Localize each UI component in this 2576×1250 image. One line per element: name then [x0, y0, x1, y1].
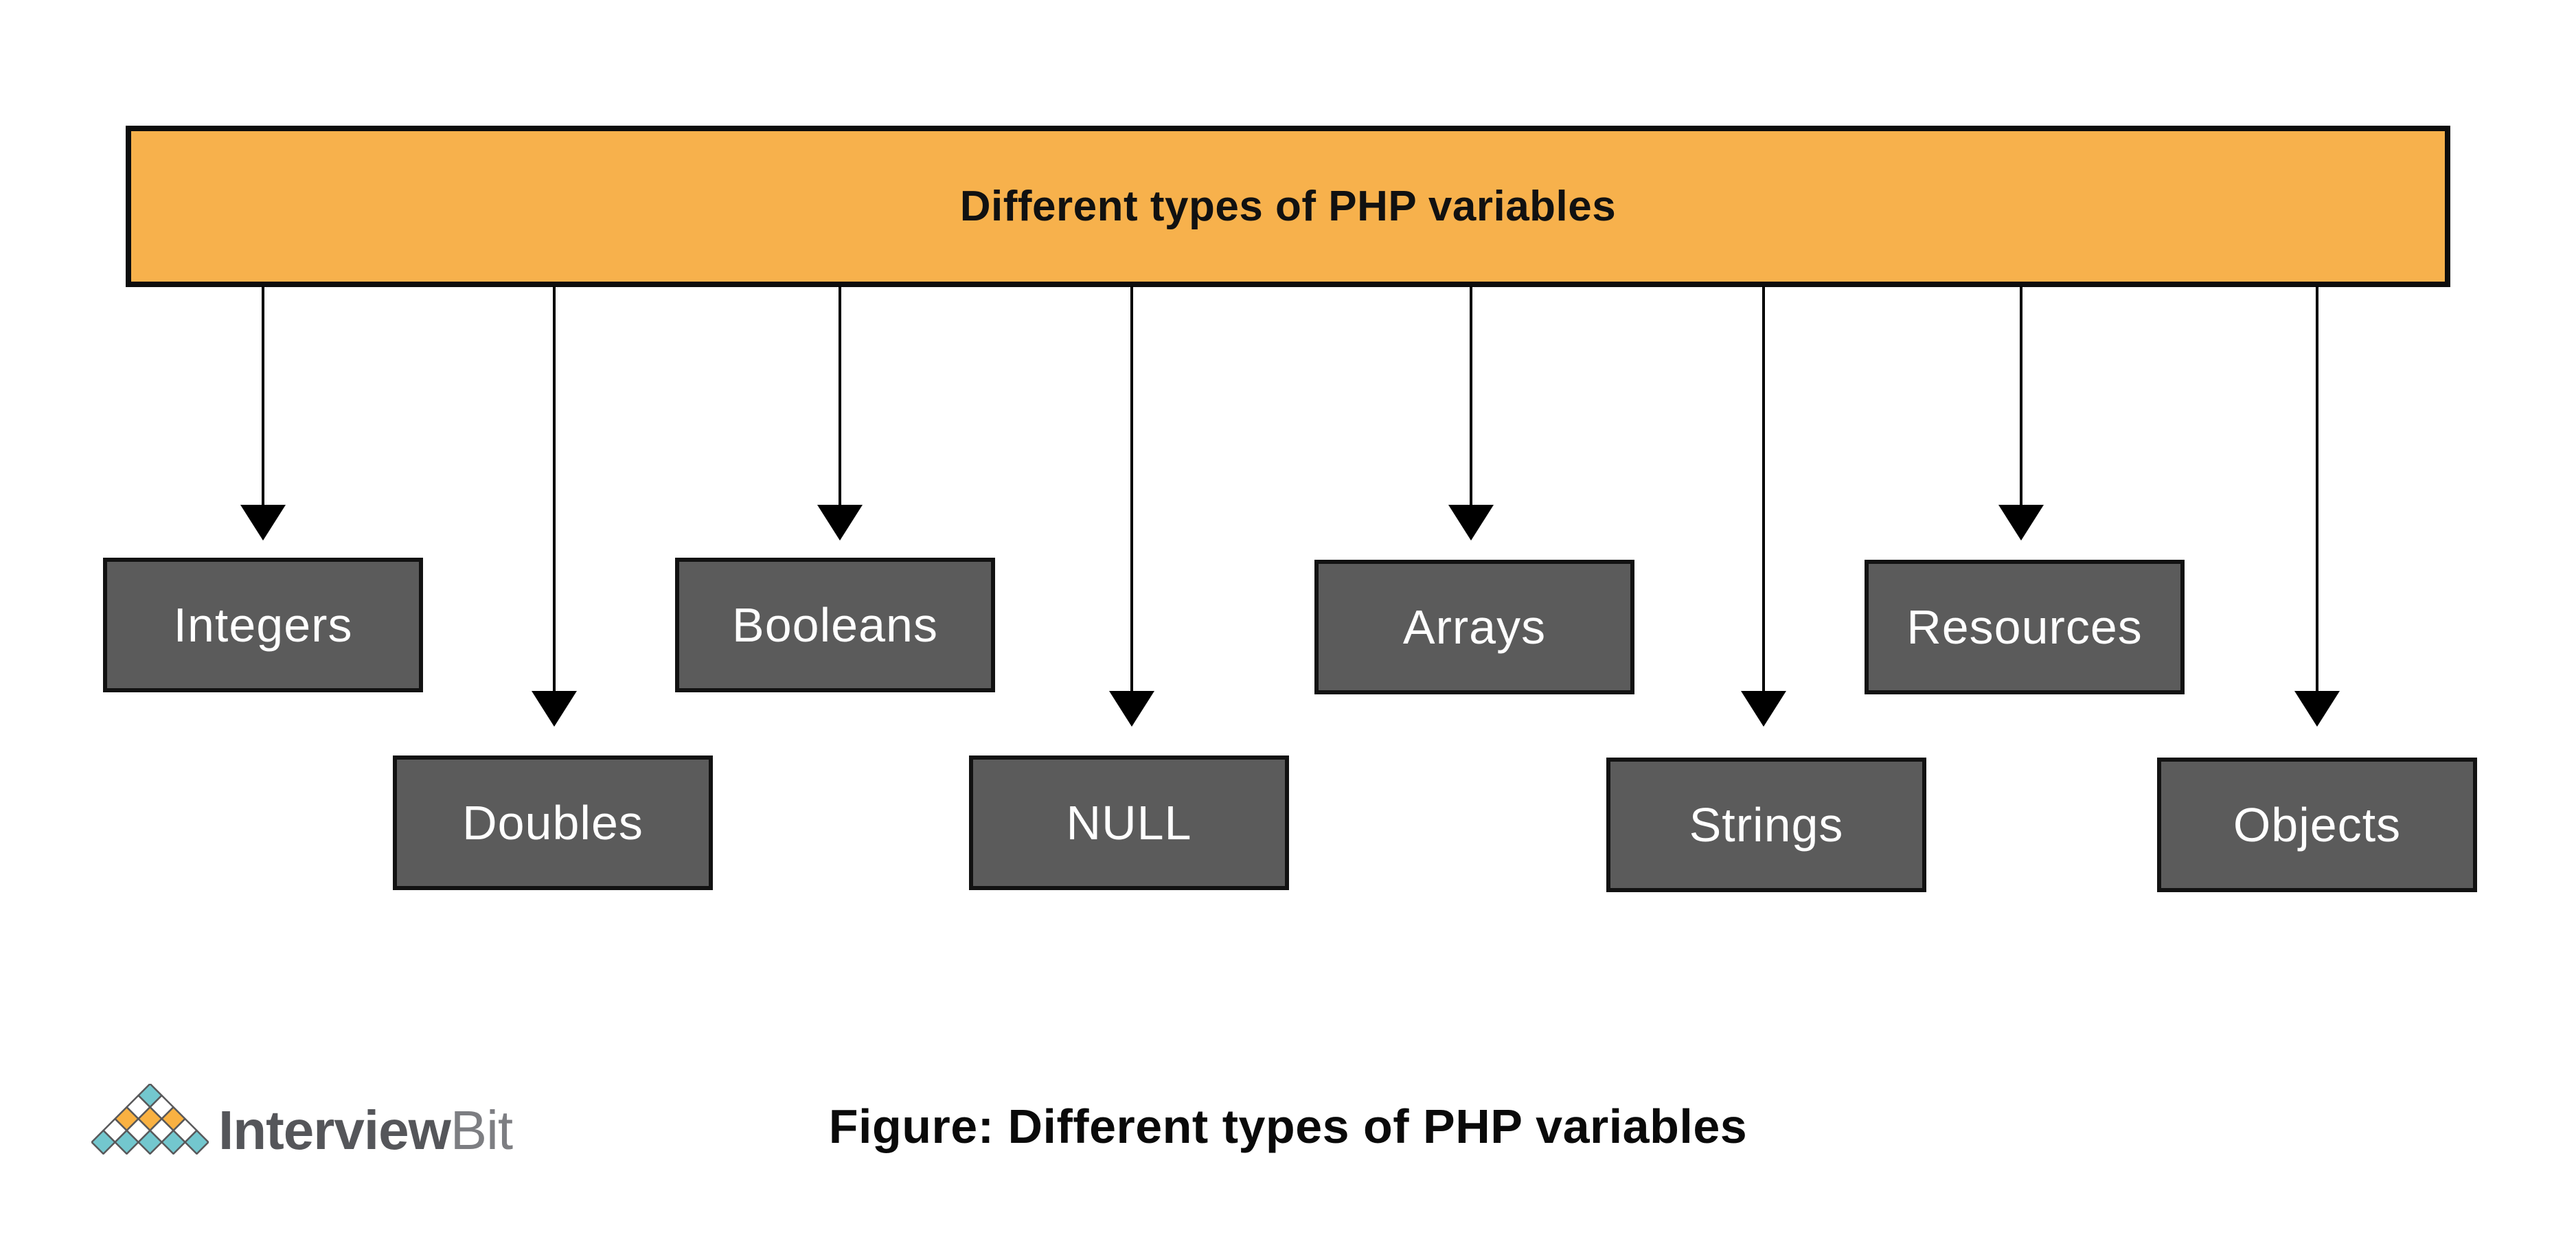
brand-name-bold: Interview: [218, 1100, 451, 1161]
type-box-strings: Strings: [1606, 758, 1926, 892]
type-box-null: NULL: [969, 755, 1289, 890]
arrow-doubles: [553, 286, 556, 691]
logo-diamond: [137, 1129, 163, 1155]
arrow-booleans: [839, 286, 841, 505]
logo-diamond: [91, 1129, 116, 1155]
logo-diamond: [114, 1129, 139, 1155]
logo-diamond: [161, 1129, 186, 1155]
type-box-resources: Resources: [1865, 560, 2185, 694]
arrow-strings: [1762, 286, 1765, 691]
type-box-integers: Integers: [103, 558, 423, 692]
arrow-objects: [2316, 286, 2318, 691]
figure-caption: Figure: Different types of PHP variables: [828, 1100, 1748, 1153]
arrow-head-resources: [1998, 505, 2044, 541]
arrow-head-objects: [2294, 691, 2340, 727]
type-box-label: NULL: [1066, 796, 1192, 850]
type-box-booleans: Booleans: [675, 558, 995, 692]
arrow-head-null: [1109, 691, 1154, 727]
type-box-label: Integers: [173, 598, 353, 652]
arrow-integers: [262, 286, 264, 505]
type-box-label: Arrays: [1402, 600, 1547, 654]
arrow-head-integers: [240, 505, 286, 541]
type-box-label: Resources: [1906, 600, 2143, 654]
arrow-arrays: [1470, 286, 1472, 505]
arrow-head-doubles: [532, 691, 577, 727]
type-box-arrays: Arrays: [1314, 560, 1634, 694]
header-banner: Different types of PHP variables: [126, 126, 2450, 287]
arrow-head-strings: [1741, 691, 1786, 727]
brand-name-light: Bit: [450, 1100, 513, 1161]
arrow-head-arrays: [1448, 505, 1494, 541]
type-box-objects: Objects: [2157, 758, 2477, 892]
arrow-resources: [2020, 286, 2022, 505]
arrow-head-booleans: [817, 505, 863, 541]
type-box-label: Objects: [2233, 798, 2402, 852]
type-box-doubles: Doubles: [393, 755, 713, 890]
arrow-null: [1130, 286, 1133, 691]
logo-diamond: [184, 1129, 209, 1155]
type-box-label: Strings: [1689, 798, 1844, 852]
type-box-label: Doubles: [462, 796, 643, 850]
type-box-label: Booleans: [732, 598, 938, 652]
diamond-pyramid-icon: [91, 1084, 209, 1155]
diagram-title: Different types of PHP variables: [959, 183, 1617, 230]
